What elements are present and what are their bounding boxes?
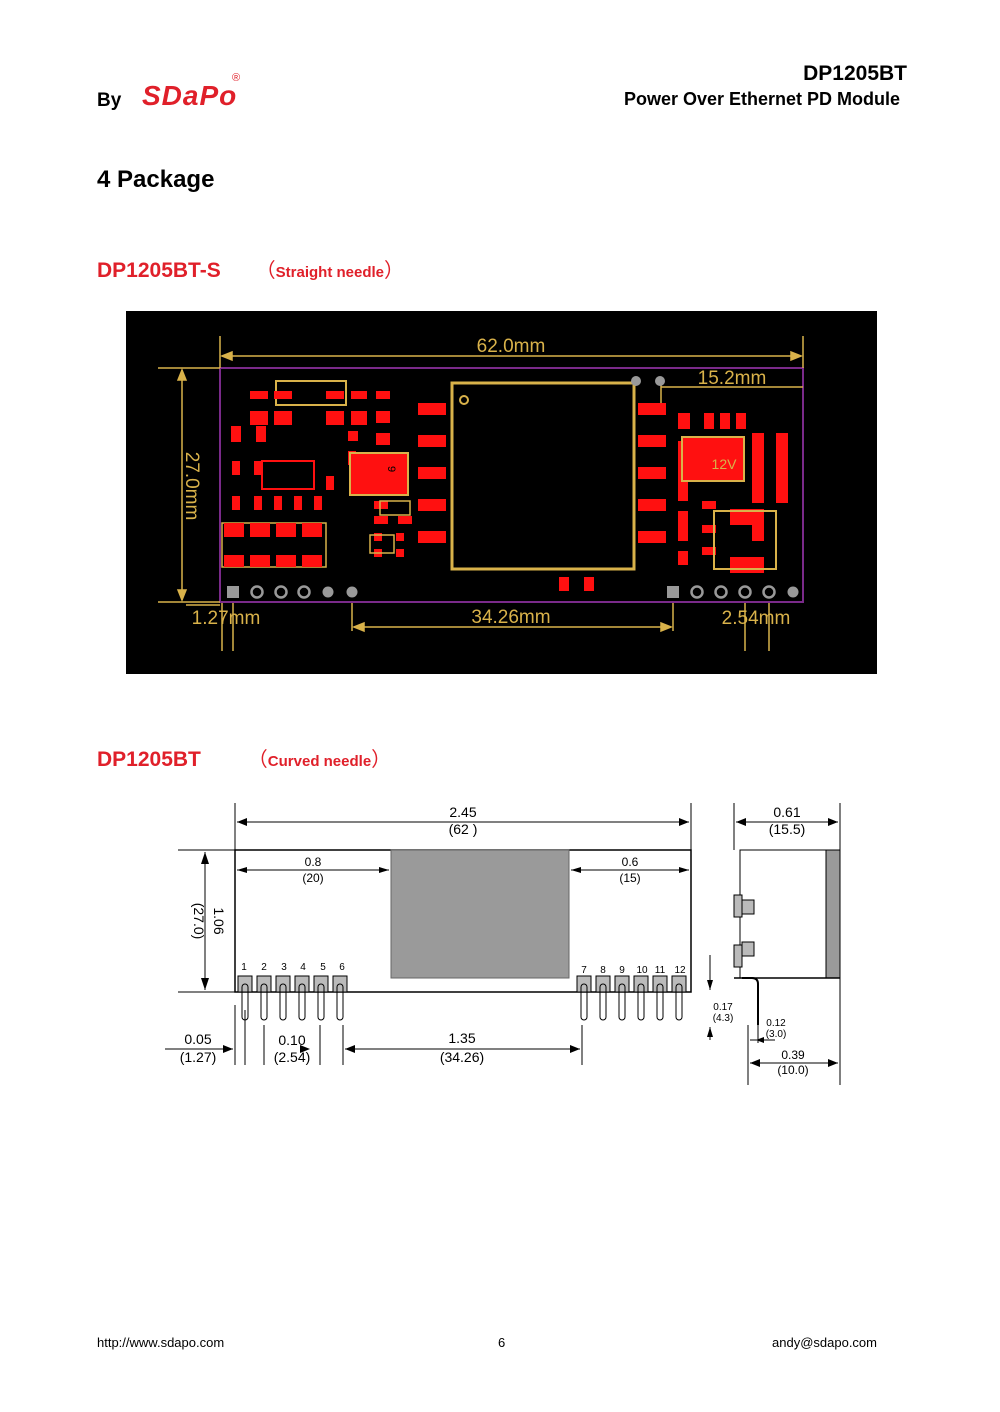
dim-total-mm: (62 ) [449,821,478,837]
dim-span-in: 1.35 [448,1030,475,1046]
top-pin-1 [631,376,641,386]
pin-number: 12 [674,965,686,976]
module-pads [418,403,666,591]
curved-heading: DP1205BT （Curved needle） [97,743,391,772]
product-name: DP1205BT [803,62,907,85]
pin-number: 10 [636,965,648,976]
straight-model: DP1205BT-S [97,259,221,282]
pcb-layout-diagram: 62.0mm 15.2mm 27.0mm [126,311,877,674]
board-outline [219,367,804,603]
dim-pin-span-label: 34.26mm [471,607,550,628]
ic-chip [261,460,315,490]
dim-pitch-small-mm: (1.27) [180,1049,217,1065]
close-paren: ） [371,749,392,771]
dim-right-offset-label: 15.2mm [698,368,767,389]
dim-pitch-in: 0.10 [278,1032,305,1048]
dim-depth-in: 0.61 [773,804,800,820]
close-paren: ） [384,260,404,282]
right-pin-row [667,585,799,599]
dim-pitch-mm: (2.54) [274,1049,311,1065]
dim-pin-offset-mm: (3.0) [766,1029,787,1040]
footer-email-link[interactable]: andy@sdapo.com [772,1335,877,1350]
chip-voltage: 12V [712,456,738,472]
top-pin-2 [655,376,665,386]
dim-height-mm: (27.0) [191,903,207,940]
pin-number: 2 [261,962,267,973]
page-number: 6 [498,1335,506,1350]
dim-pin-offset-in: 0.12 [766,1018,786,1029]
dim-right-in: 0.6 [622,855,639,869]
dim-depth-mm: (15.5) [769,821,806,837]
diode-array [221,522,327,568]
dim-total-in: 2.45 [449,804,476,820]
pin-number: 1 [241,962,247,973]
pin-number: 9 [619,965,625,976]
registered-mark: ® [232,72,241,84]
pin-number: 11 [655,965,666,976]
open-paren: （ [247,749,268,771]
pin-number: 8 [600,965,606,976]
right-pins-drawing [576,975,687,1021]
curved-model: DP1205BT [97,748,201,771]
curved-needle-label: Curved needle [267,753,372,770]
left-components [231,380,412,557]
dim-pin-height-in: 0.17 [713,1002,733,1013]
pin-number: 3 [281,962,287,973]
dim-height-in: 1.06 [211,907,227,934]
section-title: 4 Package [97,166,215,193]
pin-number: 5 [320,962,326,973]
dim-pitch-small-in: 0.05 [184,1031,211,1047]
pin-number: 4 [300,962,306,973]
module-shield [390,849,570,979]
dim-left-in: 0.8 [305,855,322,869]
dim-pin-span [186,603,770,651]
dc-dc-converter [681,436,745,482]
dim-pin-height-mm: (4.3) [713,1013,734,1024]
pin-number: 6 [339,962,345,973]
left-pins-drawing [237,975,348,1021]
open-paren: （ [255,260,276,282]
dim-height [158,367,220,603]
dim-span-mm: (34.26) [440,1049,484,1065]
dim-width-label: 62.0mm [477,336,546,357]
product-subtitle: Power Over Ethernet PD Module [623,89,900,109]
straight-needle-label: Straight needle [275,264,384,281]
footer-website-link[interactable]: http://www.sdapo.com [97,1335,225,1350]
dim-pitch-small-label: 1.27mm [192,608,261,629]
dim-right-mm: (15) [619,871,640,885]
pin-numbers: 1 2 3 4 5 6 7 8 9 10 11 12 [241,962,686,976]
brand-logo: SDaPo [142,80,238,111]
left-pin-row [227,585,358,599]
main-module [450,381,636,571]
dim-width [219,336,804,368]
side-view-outline [739,849,841,979]
dim-pitch-label: 2.54mm [722,608,791,629]
transformer [349,452,409,496]
by-label: By [97,90,122,111]
dim-pin-length-mm: (10.0) [777,1063,808,1077]
straight-heading: DP1205BT-S （Straight needle） [97,254,404,283]
pin-number: 7 [581,965,587,976]
dim-height-label: 27.0mm [181,452,202,521]
dim-left-mm: (20) [302,871,323,885]
dim-pin-length-in: 0.39 [781,1048,805,1062]
mechanical-drawing: 2.45 (62 ) 0.8 (20) 0.6 (15) 1.06 (27.0)… [165,803,841,1085]
svg-text:9: 9 [385,466,397,472]
